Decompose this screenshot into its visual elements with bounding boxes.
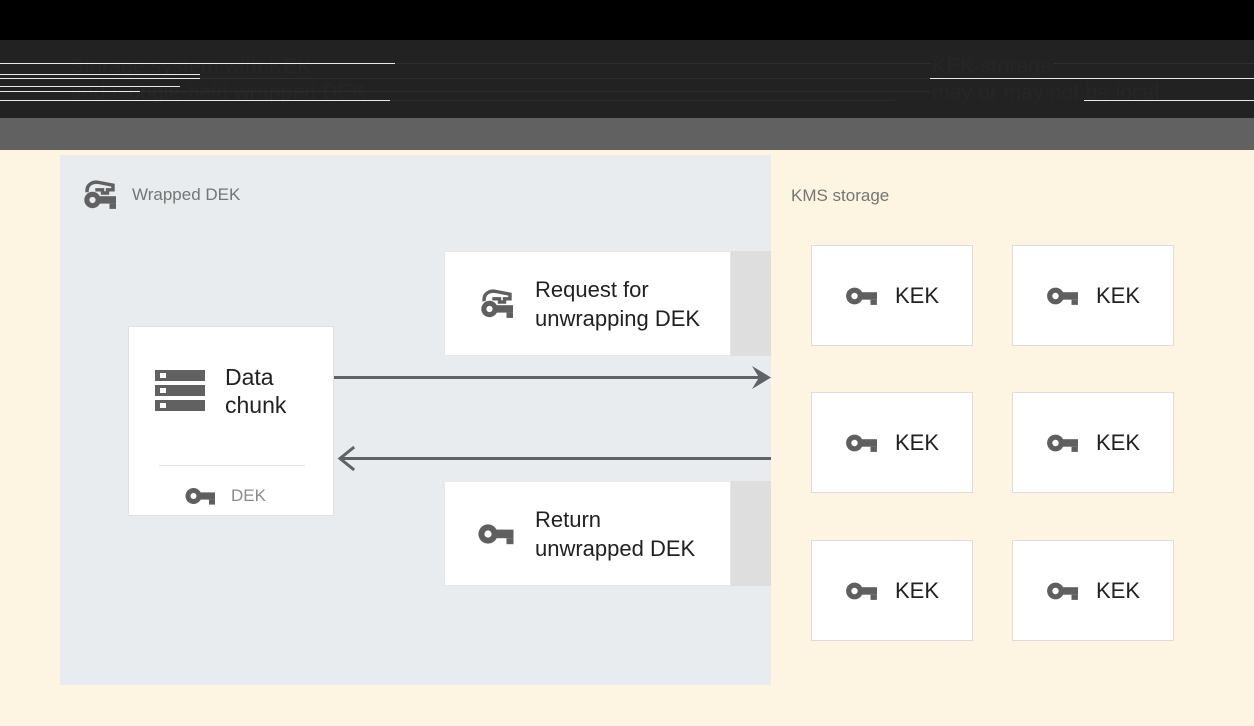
key-icon [845,579,879,603]
return-unwrapped-card[interactable]: Return unwrapped DEK [444,481,731,586]
kek-card[interactable]: KEK [811,245,973,346]
banner-right-caption: KEK storage may or may not be local [932,55,1160,104]
kek-label: KEK [894,282,940,308]
kek-label: KEK [894,577,940,603]
kek-card[interactable]: KEK [811,392,973,493]
scanline-artifact [0,74,200,75]
banner-grey-band [0,118,1254,150]
wrapped-dek-title: Wrapped DEK [132,185,241,204]
scanline-artifact [0,63,395,64]
dek-label: DEK [231,486,266,505]
return-card-extension [730,481,771,586]
return-card-content: Return unwrapped DEK [477,505,695,563]
scanline-artifact [390,100,895,101]
banner-dark-band [0,40,1254,118]
kek-card-content: KEK [1013,283,1173,309]
kek-card[interactable]: KEK [811,540,973,641]
scanline-artifact [0,91,140,92]
request-unwrap-card[interactable]: Request for unwrapping DEK [444,251,731,356]
key-icon [1046,284,1080,308]
data-chunk-icon [153,368,207,414]
kek-card-content: KEK [812,283,972,309]
wrapped-key-icon [477,288,515,319]
key-icon [1046,431,1080,455]
kek-label: KEK [894,429,940,455]
scanline-artifact [140,91,930,92]
return-card-label: Return unwrapped DEK [535,506,696,561]
kek-label: KEK [1095,429,1141,455]
kek-label: KEK [1095,282,1141,308]
key-icon [845,284,879,308]
scanline-artifact [1084,100,1254,101]
wrapped-key-icon [80,180,118,210]
kek-card-content: KEK [1013,430,1173,456]
kek-card-content: KEK [812,578,972,604]
data-chunk-card[interactable]: Data chunk DEK [128,326,334,516]
kms-storage-title: KMS storage [791,186,890,205]
scanline-artifact [1053,63,1254,64]
scanline-artifact [0,86,180,87]
scanline-artifact [395,63,931,64]
request-card-content: Request for unwrapping DEK [477,275,700,333]
key-icon [1046,579,1080,603]
card-divider [159,465,305,466]
scanline-artifact [200,78,930,79]
dek-row: DEK [185,485,266,507]
scanline-artifact [930,78,1254,79]
kek-card[interactable]: KEK [1012,540,1174,641]
data-chunk-label: Data chunk [225,364,287,418]
key-icon [845,431,879,455]
kek-label: KEK [1095,577,1141,603]
kek-card-content: KEK [1013,578,1173,604]
kek-card-content: KEK [812,430,972,456]
kek-card[interactable]: KEK [1012,245,1174,346]
banner-left-caption: Storage system with KEK and Google-held … [70,55,367,104]
key-icon [185,485,217,507]
request-card-label: Request for unwrapping DEK [535,276,701,331]
kek-card[interactable]: KEK [1012,392,1174,493]
key-icon [477,520,515,548]
scanline-artifact [0,100,390,101]
request-card-extension [730,251,771,356]
scanline-artifact [0,78,200,79]
data-chunk-row: Data chunk [153,363,286,419]
